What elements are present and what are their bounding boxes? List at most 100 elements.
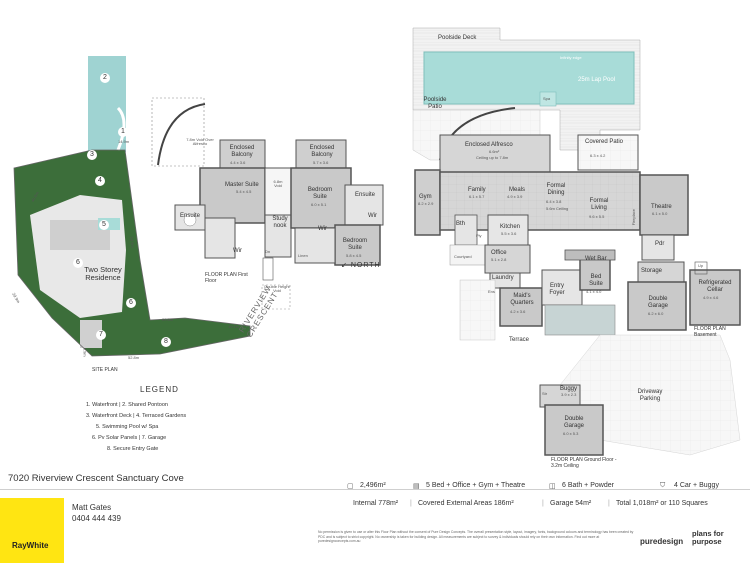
- room-label: Ceiling up to 7.8m: [476, 155, 509, 160]
- car-icon: ⛉: [660, 482, 666, 489]
- room-label: Fireplace: [631, 208, 637, 226]
- room-dims: 4.1 x 4.0: [586, 289, 602, 294]
- site-plan-label: SITE PLAN: [92, 367, 118, 373]
- agent-name: Matt Gates: [72, 503, 112, 512]
- land-size-icon: ▢: [347, 483, 354, 490]
- room-dims: 4.2 x 3.6: [510, 309, 526, 314]
- legend-item: 5. Swimming Pool w/ Spa: [96, 424, 159, 430]
- room-label: Pdr: [655, 241, 665, 247]
- room-label: Terrace: [509, 337, 530, 343]
- site-dim: 54.5m: [129, 236, 136, 248]
- spa: [539, 91, 557, 107]
- room-dims: 5.8 x 4.5: [346, 253, 362, 258]
- room-label: Double Garage: [647, 296, 668, 309]
- car-summary: 4 Car + Buggy: [674, 482, 719, 489]
- site-marker-4: 4: [95, 176, 105, 186]
- site-dim: 52.8m: [128, 355, 140, 360]
- room-dims: 9.6 x 5.5: [589, 214, 605, 219]
- room-label: Formal Living: [589, 198, 609, 211]
- internal-area: Internal 778m²: [353, 500, 399, 507]
- room-dims: 6.0 x 5.1: [311, 202, 327, 207]
- room-dims: 4.9 x 3.9: [507, 194, 523, 199]
- room-label: Infinity edge: [560, 55, 582, 60]
- disclaimer: No permission is given to use or alter t…: [318, 530, 634, 544]
- room-label: Meals: [509, 187, 526, 193]
- room-label: Poolside Deck: [438, 35, 477, 41]
- cellar-room: [689, 269, 741, 326]
- room-label: Enclosed Alfresco: [465, 142, 513, 148]
- bath-icon: ◫: [549, 483, 556, 490]
- room-dims: 6.3 x 4.2: [590, 153, 606, 158]
- footer-divider: [0, 489, 750, 490]
- room-label: Wet Bar: [585, 256, 607, 262]
- room-label: Refrigerated Cellar: [698, 280, 732, 293]
- room-label: Buggy: [560, 386, 578, 392]
- compass: ↙ NORTH: [341, 261, 381, 269]
- bed-icon: ▤: [413, 483, 420, 490]
- puredesign-logo: puredesign: [640, 537, 684, 546]
- compass-arrow-icon: ↙: [341, 262, 351, 269]
- room-dims: 6.6m²: [489, 149, 500, 154]
- site-marker-3: 3: [87, 150, 97, 160]
- basement-plan-label: FLOOR PLAN Basement: [694, 326, 726, 339]
- bed-summary: 5 Bed + Office + Gym + Theatre: [426, 482, 526, 489]
- room-label: Dn: [265, 249, 271, 254]
- room-label: Theatre: [651, 204, 672, 210]
- site-marker-1: 1: [118, 127, 128, 137]
- room-label: Bth: [456, 221, 466, 227]
- room-label: Master Suite: [225, 182, 259, 188]
- room-label: Maid's Quarters: [510, 293, 534, 306]
- total-area: Total 1,018m² or 110 Squares: [616, 500, 708, 507]
- room-label: Spa: [543, 96, 551, 101]
- legend-item: 8. Secure Entry Gate: [107, 446, 159, 452]
- legend-title: LEGEND: [140, 385, 179, 394]
- site-house-label: Two Storey Residence: [84, 265, 122, 283]
- site-dim: 20.6m: [162, 317, 174, 322]
- site-dim: 14.9m: [118, 139, 130, 144]
- legend-item: 3. Waterfront Deck | 4. Terraced Gardens: [86, 413, 187, 419]
- site-dim: 19.1m: [228, 324, 240, 329]
- void-over-alfresco: [151, 97, 205, 167]
- room-label: Ens: [488, 289, 495, 294]
- room-dims: 8.2 x 2.9: [418, 201, 434, 206]
- floor-plan-drawing: [13, 27, 741, 456]
- room-dims: 5.7 x 3.6: [313, 160, 329, 165]
- room-label: 25m Lap Pool: [578, 77, 616, 83]
- compass-label: NORTH: [350, 262, 381, 269]
- room-label: Str: [542, 391, 548, 396]
- site-marker-2: 2: [100, 73, 110, 83]
- site-marker-6a: 6: [73, 258, 83, 268]
- void-note: 7.8m Void Over Alfresco: [186, 137, 214, 147]
- waterfront-water: [88, 56, 126, 152]
- room-label: Double Garage: [563, 416, 584, 429]
- room-label: Ply: [476, 233, 482, 238]
- property-address: 7020 Riverview Crescent Sanctuary Cove: [8, 473, 184, 484]
- room-dims: 5.1 x 2.8: [491, 257, 507, 262]
- first-floor-plan: [151, 97, 384, 310]
- lap-pool: [423, 51, 635, 105]
- room-dims: 3.9 x 2.3: [561, 392, 577, 397]
- room-dims: 6.1 x 5.0: [652, 211, 668, 216]
- room-label: Double Height Void: [264, 284, 290, 294]
- room-label: Courtyard: [454, 254, 472, 259]
- room-dims: 5.5 x 3.6: [501, 231, 517, 236]
- site-marker-6b: 6: [126, 298, 136, 308]
- agent-phone[interactable]: 0404 444 439: [72, 513, 121, 523]
- site-marker-8: 8: [161, 337, 171, 347]
- site-marker-5: 5: [99, 220, 109, 230]
- land-size: 2,496m²: [360, 482, 386, 489]
- room-label: Office: [491, 250, 507, 256]
- site-plan: [13, 56, 251, 357]
- external-area: Covered External Areas 186m²: [418, 500, 514, 507]
- site-dim: 8.9m: [82, 347, 88, 357]
- room-dims: 6.2 x 6.0: [648, 311, 664, 316]
- room-label: Wir: [368, 213, 377, 219]
- site-garage: [80, 320, 102, 348]
- room-label: Poolside Patio: [423, 97, 447, 110]
- legend-item: 1. Waterfront | 2. Shared Pontoon: [86, 402, 168, 408]
- room-dims: 6.4 x 3.8: [546, 199, 562, 204]
- garage-area: Garage 54m²: [550, 500, 592, 507]
- room-dims: 5.4 x 4.5: [236, 189, 252, 194]
- room-label: Kitchen: [500, 224, 521, 230]
- room-label: Bedroom Suite: [342, 238, 368, 251]
